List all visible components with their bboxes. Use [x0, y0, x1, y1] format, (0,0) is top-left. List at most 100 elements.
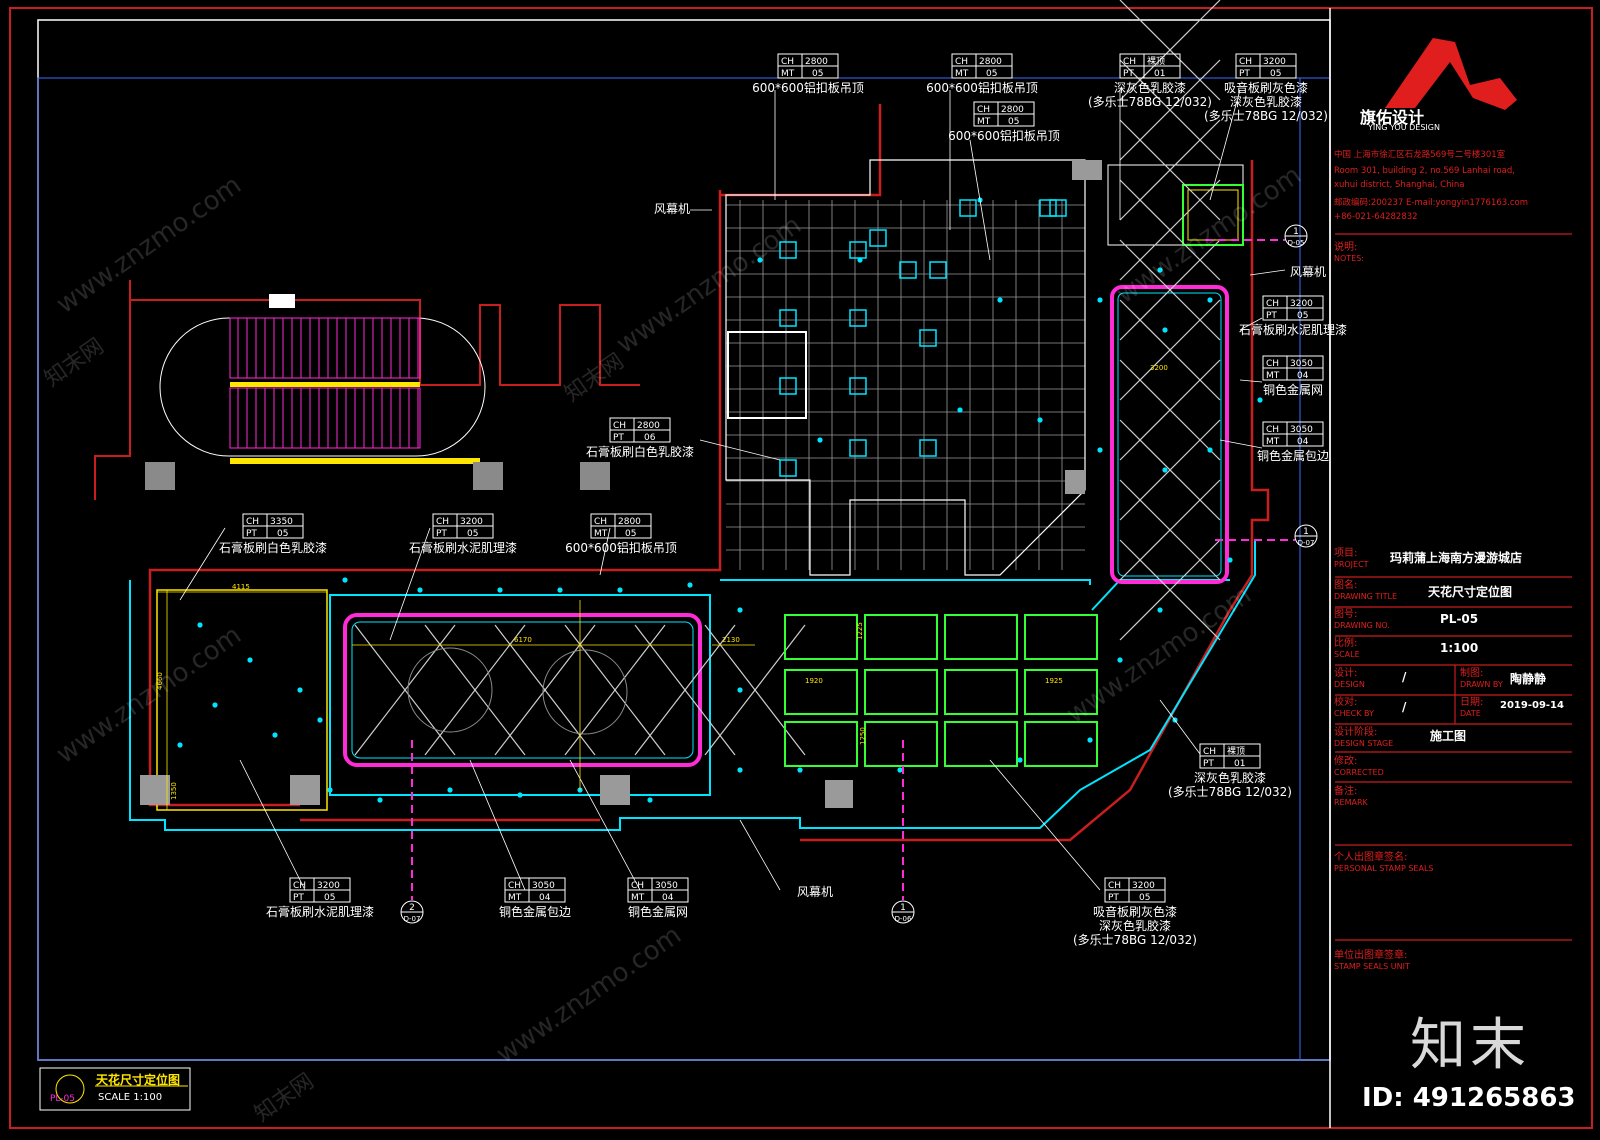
tag-mt-value: 05 — [1297, 311, 1308, 321]
downlight — [617, 587, 623, 593]
tag-mt-label: MT — [781, 69, 795, 79]
downlight — [687, 582, 693, 588]
leader-lines — [179, 89, 1286, 891]
light-fixture-square — [929, 261, 947, 279]
caption-scale: SCALE 1:100 — [98, 1092, 163, 1103]
drawing-no-value: PL-05 — [1440, 612, 1479, 626]
watermark-id: ID: 491265863 — [1362, 1083, 1576, 1113]
tag-description-2: (多乐士78BG 12/032) — [1088, 95, 1212, 109]
section-number: 2 — [409, 903, 415, 913]
tag-ch-value: 2800 — [805, 57, 828, 67]
tag-mt-value: 01 — [1234, 759, 1245, 769]
tag-ch-label: CH — [955, 57, 968, 67]
tag-ch-label: CH — [293, 881, 306, 891]
tag-mt-value: 05 — [625, 529, 636, 539]
design-value: / — [1402, 670, 1407, 684]
tag-mt-label: PT — [436, 529, 447, 539]
sheet-outer-frame — [9, 7, 1593, 1129]
downlight — [737, 607, 743, 613]
light-fixture-square — [919, 439, 937, 457]
tag-ch-value: 3200 — [460, 517, 483, 527]
right-feature-ceiling — [1110, 0, 1229, 641]
downlight — [272, 732, 278, 738]
stage-label: 设计阶段:DESIGN STAGE — [1334, 727, 1394, 748]
caption-box — [39, 1067, 191, 1111]
tag-description: 铜色金属网 — [628, 904, 688, 919]
downlight — [1162, 327, 1168, 333]
dim-6170: 6170 — [514, 636, 532, 644]
tag-ch-label: CH — [631, 881, 644, 891]
corrected-label: 修改:CORRECTED — [1334, 756, 1384, 777]
fan-label-right: 风幕机 — [1290, 265, 1326, 279]
tag-mt-label: MT — [594, 529, 608, 539]
tag-ch-label: CH — [977, 105, 990, 115]
downlight — [447, 787, 453, 793]
tag-ch-value: 2800 — [1001, 105, 1024, 115]
downlight — [1037, 417, 1043, 423]
dim-1225: 1225 — [856, 622, 864, 640]
tag-ch-label: CH — [1108, 881, 1121, 891]
downlight-dots — [177, 197, 1263, 803]
fan-label-top: 风幕机 — [654, 202, 690, 216]
downlight — [1162, 467, 1168, 473]
downlight — [342, 577, 348, 583]
section-mark-1: 1D-05 — [1284, 224, 1308, 248]
tag-description: 600*600铝扣板吊顶 — [948, 128, 1060, 143]
notes-label: 说明:NOTES: — [1334, 242, 1364, 263]
tag-description-3: (多乐士78BG 12/032) — [1073, 933, 1197, 947]
design-label: 设计:DESIGN — [1334, 668, 1365, 689]
date-label: 日期:DATE — [1460, 697, 1484, 718]
section-mark-3: 2D-07 — [400, 900, 424, 924]
tag-mt-label: PT — [293, 893, 304, 903]
tag-description: 石膏板刷白色乳胶漆 — [586, 444, 694, 459]
tag-ch-label: CH — [436, 517, 449, 527]
stage-value: 施工图 — [1430, 729, 1467, 743]
tag-mt-value: 05 — [986, 69, 997, 79]
drawing-no-label: 图号:DRAWING NO. — [1334, 609, 1390, 630]
section-ref: D-05 — [1288, 239, 1305, 247]
tag-description-3: (多乐士78BG 12/032) — [1204, 109, 1328, 123]
title-block-lines — [1335, 233, 1572, 941]
tag-ch-value: 3050 — [1290, 425, 1313, 435]
light-fixture-square — [849, 309, 867, 327]
address-cn: 中国 上海市徐汇区石龙路569号二号楼301室 — [1334, 150, 1506, 160]
tag-description: 吸音板刷灰色漆 — [1093, 904, 1177, 919]
tag-ch-value: 3350 — [270, 517, 293, 527]
downlight — [647, 797, 653, 803]
tag-description: 石膏板刷水泥肌理漆 — [266, 904, 374, 919]
light-fixture-square — [959, 199, 977, 217]
section-ref: D-06 — [895, 915, 912, 923]
tag-ch-value: 2800 — [637, 421, 660, 431]
light-fixture-square — [779, 459, 797, 477]
tag-mt-value: 04 — [662, 893, 674, 903]
check-label: 校对:CHECK BY — [1334, 697, 1374, 718]
downlight — [817, 437, 823, 443]
downlight — [247, 657, 253, 663]
tag-mt-label: MT — [631, 893, 645, 903]
tag-mt-label: PT — [613, 433, 624, 443]
dim-3200: 3200 — [1150, 364, 1168, 372]
scale-label: 比例:SCALE — [1334, 638, 1360, 659]
downlight — [737, 687, 743, 693]
section-ref: D-07 — [1298, 539, 1315, 547]
upper-zone-outline — [725, 159, 1102, 576]
downlight — [957, 407, 963, 413]
tag-ch-label: CH — [594, 517, 607, 527]
downlight — [377, 797, 383, 803]
tag-description-2: (多乐士78BG 12/032) — [1168, 785, 1292, 799]
tag-ch-label: CH — [1266, 359, 1279, 369]
downlight — [1227, 557, 1233, 563]
section-number: 1 — [900, 903, 906, 913]
tag-description-2: 深灰色乳胶漆 — [1099, 918, 1171, 933]
downlight — [1117, 657, 1123, 663]
tag-mt-value: 05 — [1008, 117, 1019, 127]
section-mark-2: 1D-07 — [1294, 524, 1318, 548]
